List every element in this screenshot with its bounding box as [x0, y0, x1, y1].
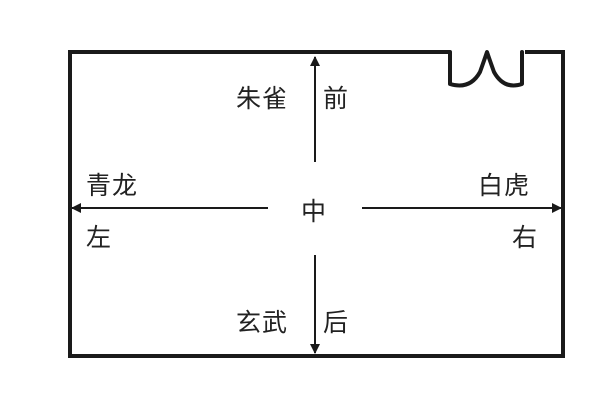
label-left: 左: [86, 223, 113, 252]
label-right: 右: [512, 223, 539, 252]
label-front-guardian: 朱雀: [236, 84, 289, 113]
room-outline: [68, 50, 565, 358]
door-symbol: [448, 50, 524, 88]
label-right-guardian: 白虎: [478, 171, 531, 200]
label-left-guardian: 青龙: [86, 171, 139, 200]
label-back-guardian: 玄武: [236, 308, 289, 337]
label-front: 前: [323, 84, 350, 113]
label-center: 中: [301, 197, 328, 226]
label-back: 后: [323, 308, 350, 337]
